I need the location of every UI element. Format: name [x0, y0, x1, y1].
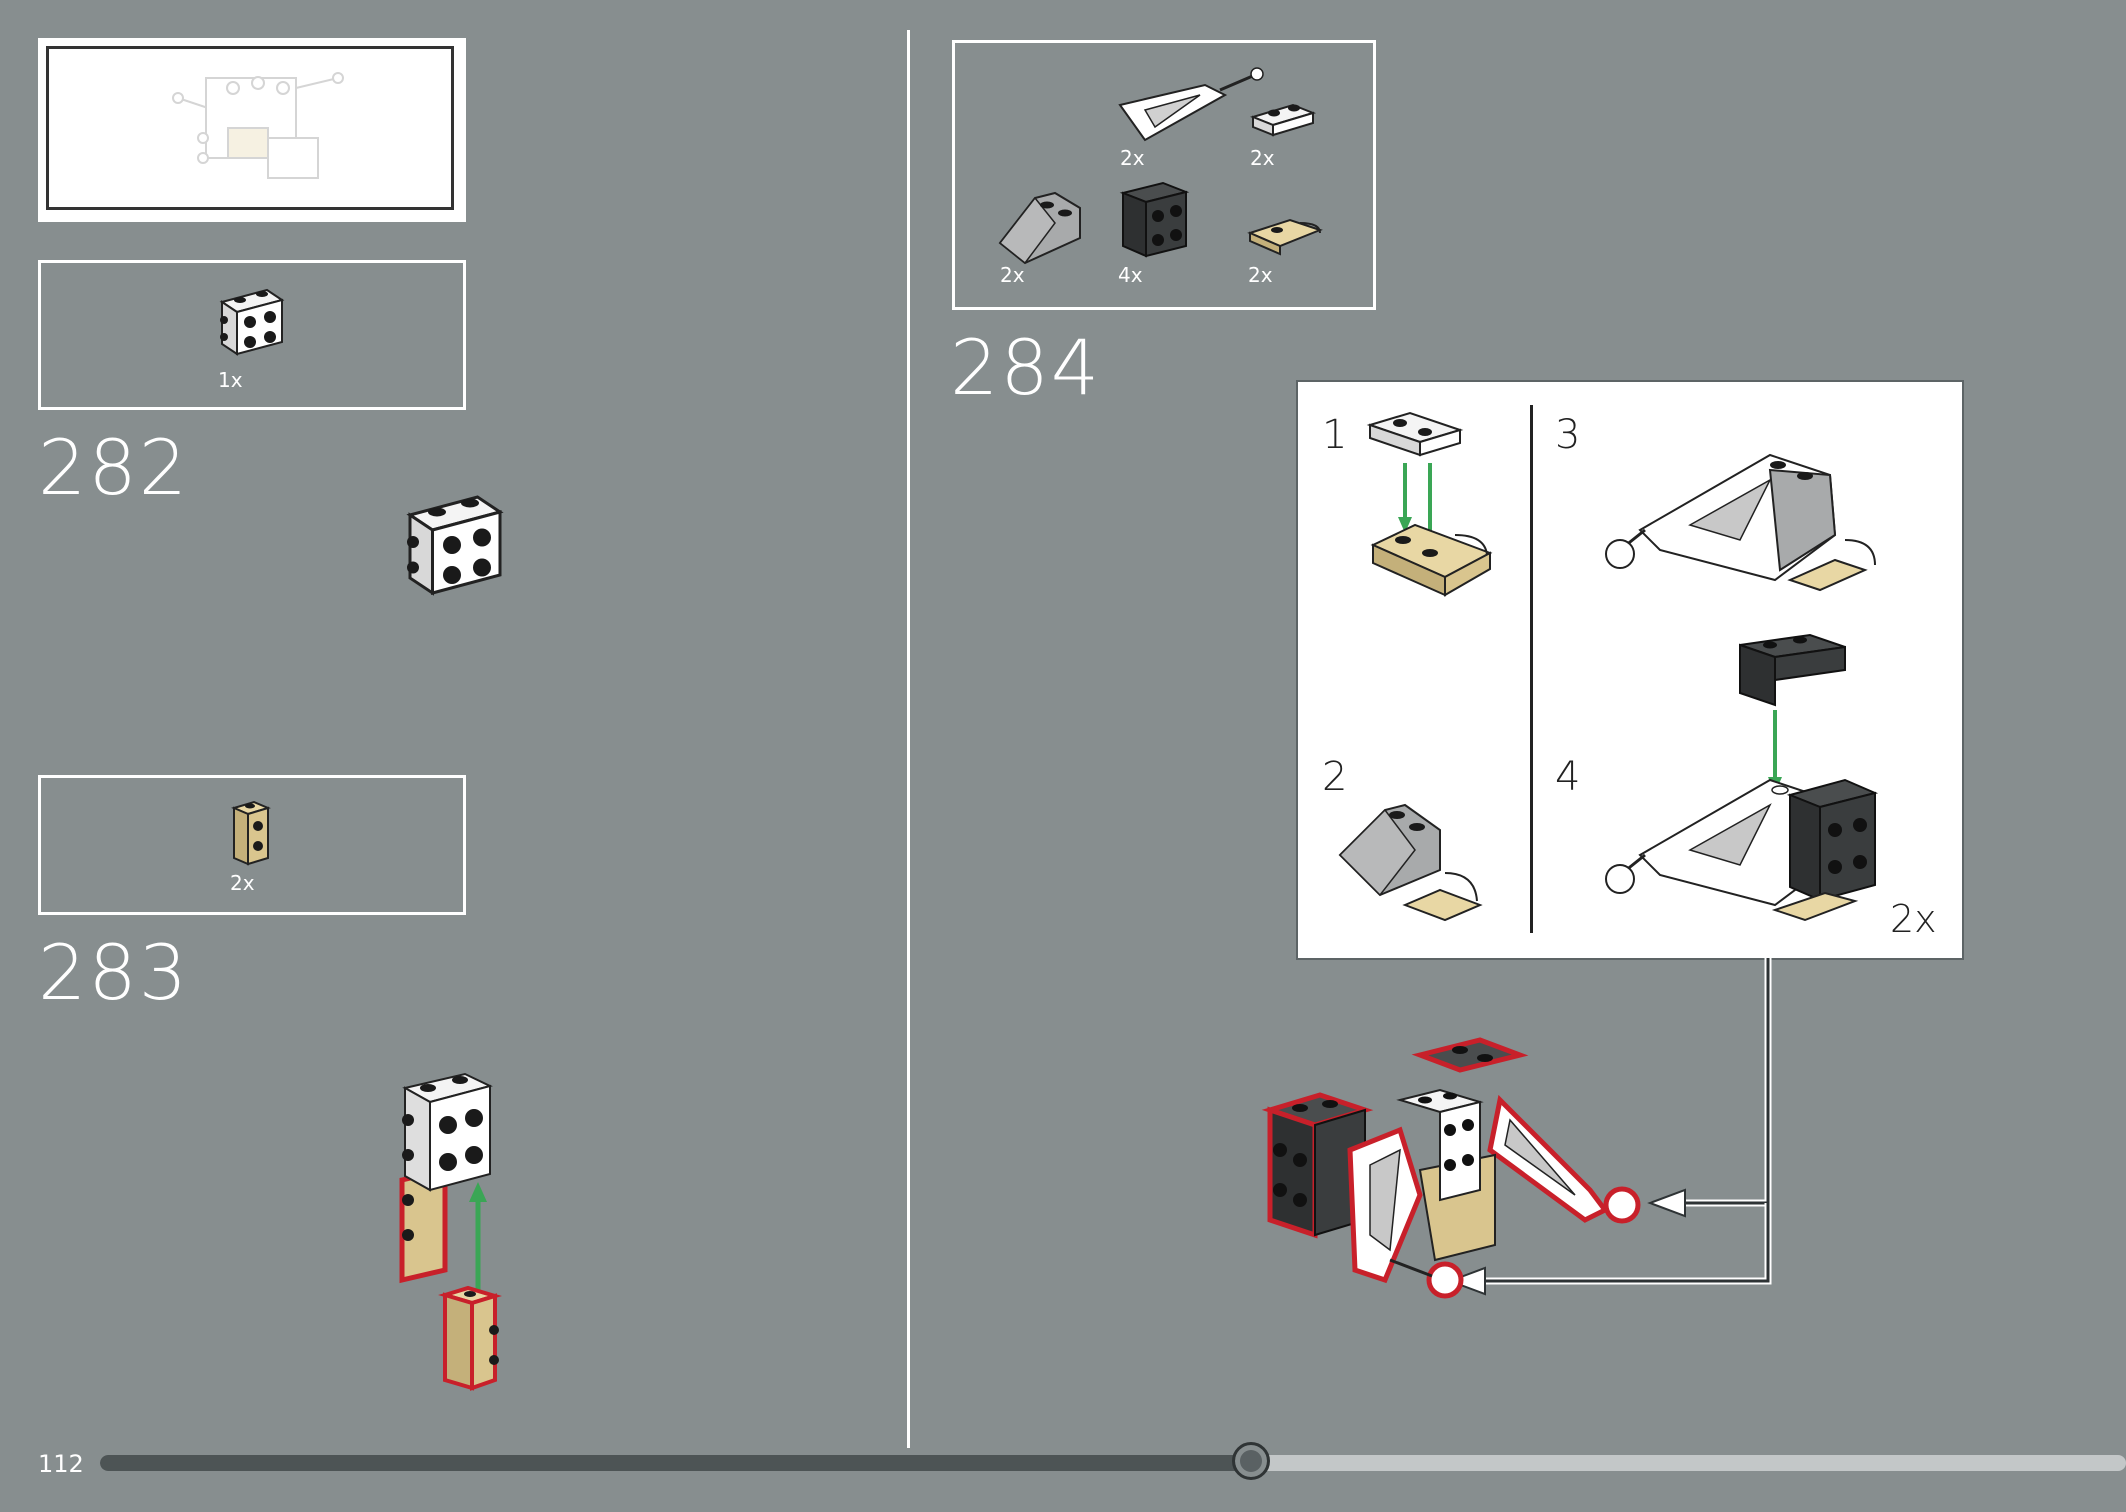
grey-slope-icon	[998, 191, 1081, 265]
tan-handle-plate-icon	[1247, 218, 1323, 256]
white-brick-studs-side-icon	[219, 288, 285, 356]
step-282-number: 282	[38, 423, 190, 512]
step-284-parts-box	[952, 40, 1376, 310]
step-283-number: 283	[38, 928, 190, 1017]
dark-grey-brick-studs-side-icon	[1119, 181, 1190, 258]
tan-brick-studs-side-icon	[231, 800, 271, 866]
page-number: 112	[38, 1450, 84, 1478]
white-wedge-bar-plate-icon	[1118, 67, 1264, 142]
model-preview-frame	[38, 38, 466, 222]
step-282-part-qty: 1x	[218, 368, 243, 392]
substep-3-number: 3	[1555, 412, 1581, 458]
subassembly-divider	[1530, 405, 1533, 933]
substep-4-image	[1605, 633, 1879, 922]
step-284-part3-qty: 2x	[1000, 263, 1025, 287]
step-282-build-image	[406, 495, 504, 596]
page-divider	[907, 30, 910, 1448]
substep-2-image	[1338, 803, 1483, 922]
progress-fill	[100, 1455, 1251, 1471]
step-283-part-qty: 2x	[230, 871, 255, 895]
step-284-part1-qty: 2x	[1120, 146, 1145, 170]
step-282-parts-box	[38, 260, 466, 410]
step-284-number: 284	[950, 323, 1102, 412]
step-283-parts-box	[38, 775, 466, 915]
step-284-build-image	[1261, 1037, 1641, 1299]
step-284-part2-qty: 2x	[1250, 146, 1275, 170]
step-284-part5-qty: 2x	[1248, 263, 1273, 287]
model-preview-image	[172, 72, 344, 179]
substep-2-number: 2	[1322, 754, 1348, 800]
progress-knob[interactable]	[1232, 1442, 1270, 1480]
step-283-build-image	[399, 1072, 502, 1391]
substep-1-number: 1	[1322, 412, 1348, 458]
white-plate-1x2-icon	[1249, 103, 1317, 137]
substep-1-image	[1366, 411, 1493, 597]
substep-4-number: 4	[1555, 754, 1581, 800]
substep-3-image	[1605, 453, 1876, 592]
subassembly-qty: 2x	[1890, 897, 1937, 941]
step-284-part4-qty: 4x	[1118, 263, 1143, 287]
callout-connector	[1447, 958, 1772, 1296]
